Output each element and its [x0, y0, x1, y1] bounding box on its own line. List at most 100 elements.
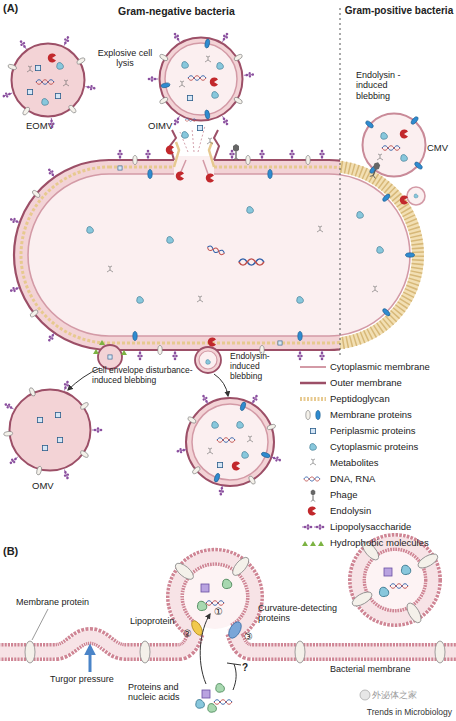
icon: [87, 227, 94, 234]
icon: [310, 428, 315, 433]
vesicle-label: OMV: [32, 480, 54, 491]
cytoplasmic-membrane: [28, 174, 340, 336]
icon: [99, 340, 105, 345]
icon: [140, 641, 150, 663]
icon: [145, 150, 150, 160]
peptidoglycan-layer: [21, 167, 340, 343]
icon: [220, 32, 230, 44]
text-label: Lipoprotein: [130, 616, 175, 626]
leader-line: [32, 609, 48, 640]
icon: [3, 402, 15, 412]
icon: [18, 39, 28, 51]
text-label: ③: [244, 631, 253, 643]
icon: [62, 35, 71, 47]
text-label: Gram-negative bacteria: [118, 5, 235, 17]
icon: [218, 485, 225, 496]
icon: [310, 541, 316, 546]
icon: [2, 90, 14, 99]
bleb: [195, 347, 221, 373]
icon: [176, 172, 184, 181]
icon: [230, 555, 252, 578]
legend-text: Endolysin: [330, 505, 371, 516]
icon: [247, 207, 254, 214]
vesicle-node: CMV: [361, 112, 427, 178]
icon: [118, 166, 122, 170]
outer-membrane: [14, 160, 340, 350]
icon: [310, 459, 316, 465]
icon: [148, 76, 158, 81]
bleb-inner: [199, 351, 217, 369]
arrow: [200, 614, 210, 684]
icon: [46, 167, 56, 179]
vesicle-node: OIMV: [158, 36, 244, 122]
icon: [350, 589, 374, 609]
divider-line: [340, 8, 341, 358]
legend-text: Hydrophobic molecules: [330, 537, 429, 548]
icon: [62, 469, 71, 481]
cytoplasmic-membrane: [340, 174, 410, 336]
burst-lines: [180, 126, 205, 152]
icon: [311, 490, 316, 502]
vesicle-outline: [158, 36, 244, 122]
source-credit: Trends in Microbiology: [300, 708, 452, 718]
icon: [390, 584, 408, 589]
legend-text: Cytoplasmic proteins: [330, 441, 418, 452]
text-label: Bacterial membrane: [330, 664, 411, 674]
torn-membrane: [214, 130, 219, 160]
icon: [207, 448, 213, 454]
icon: [319, 150, 324, 160]
icon: [197, 125, 202, 130]
text-label: Turgor pressure: [50, 674, 114, 684]
watermark: 外泌体之家: [372, 690, 417, 700]
icon: [318, 541, 324, 546]
legend-sample: [300, 397, 326, 401]
vesicle-label: OIMV: [148, 120, 172, 131]
text-label: ②: [183, 628, 192, 640]
icon: [9, 285, 21, 294]
icon: [202, 690, 210, 698]
icon: [229, 150, 234, 160]
icon: [246, 156, 250, 165]
vesicle-inner: [192, 404, 268, 480]
icon: [137, 350, 142, 360]
icon: [31, 189, 41, 198]
icon: [148, 170, 152, 179]
icon: [244, 72, 255, 78]
icon: [222, 579, 231, 588]
torn-wall: [174, 142, 179, 167]
icon: [310, 444, 317, 451]
legend-lines: [300, 367, 326, 399]
gram-negative-envelope: [14, 160, 340, 350]
icon: [233, 144, 239, 160]
legend-text: Peptidoglycan: [330, 393, 390, 404]
icon: [201, 584, 209, 592]
icon: [108, 355, 112, 359]
peptidoglycan-layer: [340, 166, 418, 344]
vesicle-membrane: [160, 38, 243, 121]
icon: [208, 704, 217, 713]
legend-text: Cytoplasmic membrane: [330, 361, 430, 372]
icon: [382, 308, 391, 317]
vesicle-label: EOMV: [26, 120, 54, 131]
icon: [214, 700, 232, 705]
legend-text: Periplasmic proteins: [330, 425, 416, 436]
icon: [107, 266, 113, 272]
icon: [377, 247, 384, 254]
icon: [266, 423, 276, 430]
vesicle-membrane: [363, 114, 426, 177]
icon: [176, 447, 187, 454]
icon: [172, 32, 182, 44]
watermark-icon: [360, 690, 370, 700]
turgor-arrow: [89, 647, 92, 672]
icon: [401, 565, 410, 574]
icon: [213, 473, 220, 483]
icon: [308, 507, 316, 516]
icon: [306, 411, 310, 420]
icon: [414, 194, 418, 198]
text-label: (B): [3, 545, 18, 558]
legend-text: Membrane proteins: [330, 409, 412, 420]
icon: [166, 146, 174, 155]
icon: [167, 237, 174, 244]
vesicle-node: OMV: [8, 388, 92, 472]
icon: [239, 259, 264, 265]
